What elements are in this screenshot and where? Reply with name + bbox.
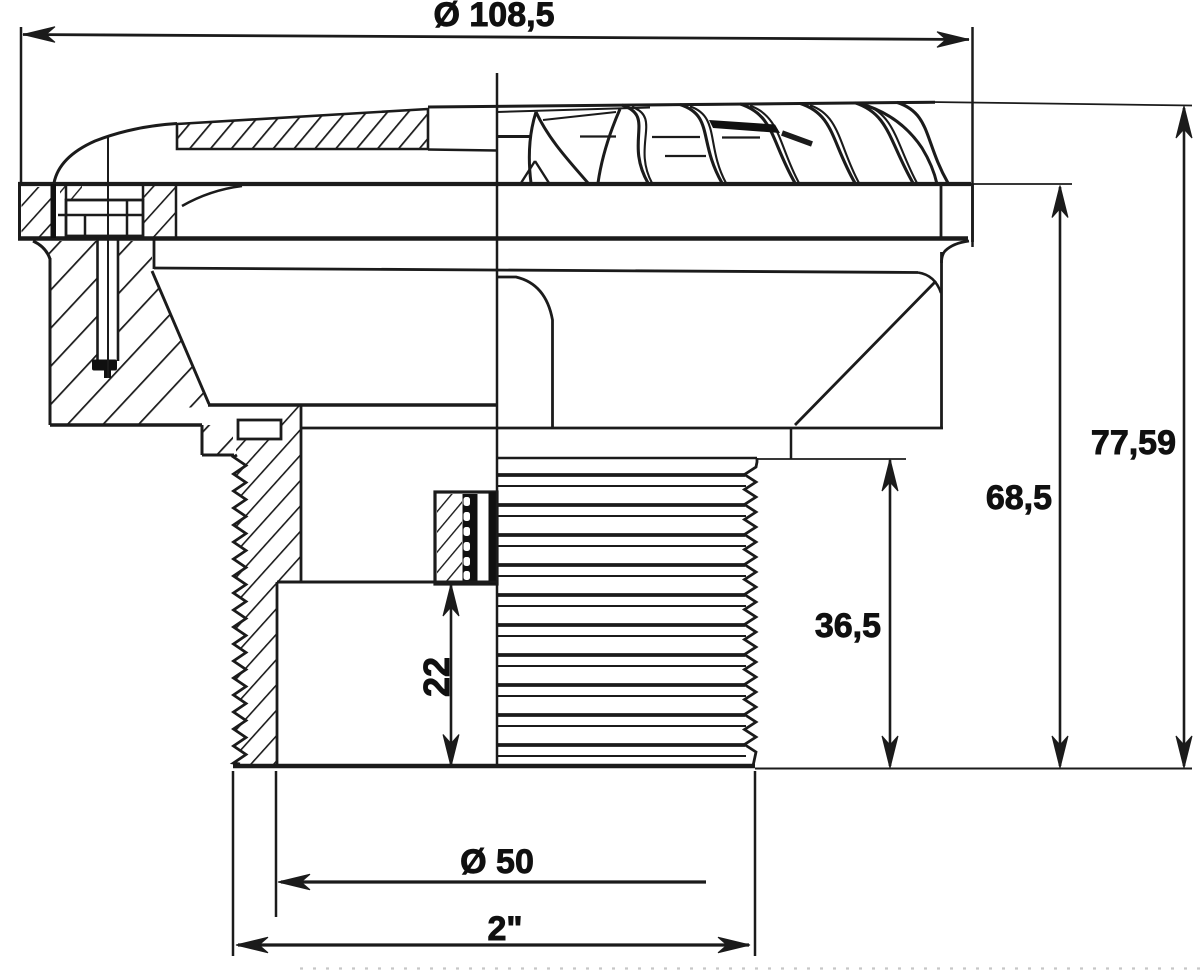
svg-text:Ø 50: Ø 50 <box>460 843 534 881</box>
svg-text:36,5: 36,5 <box>815 607 881 645</box>
svg-text:2": 2" <box>487 910 522 948</box>
svg-text:Ø 108,5: Ø 108,5 <box>434 0 555 34</box>
svg-text:68,5: 68,5 <box>986 479 1052 517</box>
svg-text:22: 22 <box>416 657 457 697</box>
svg-text:77,59: 77,59 <box>1091 424 1176 462</box>
